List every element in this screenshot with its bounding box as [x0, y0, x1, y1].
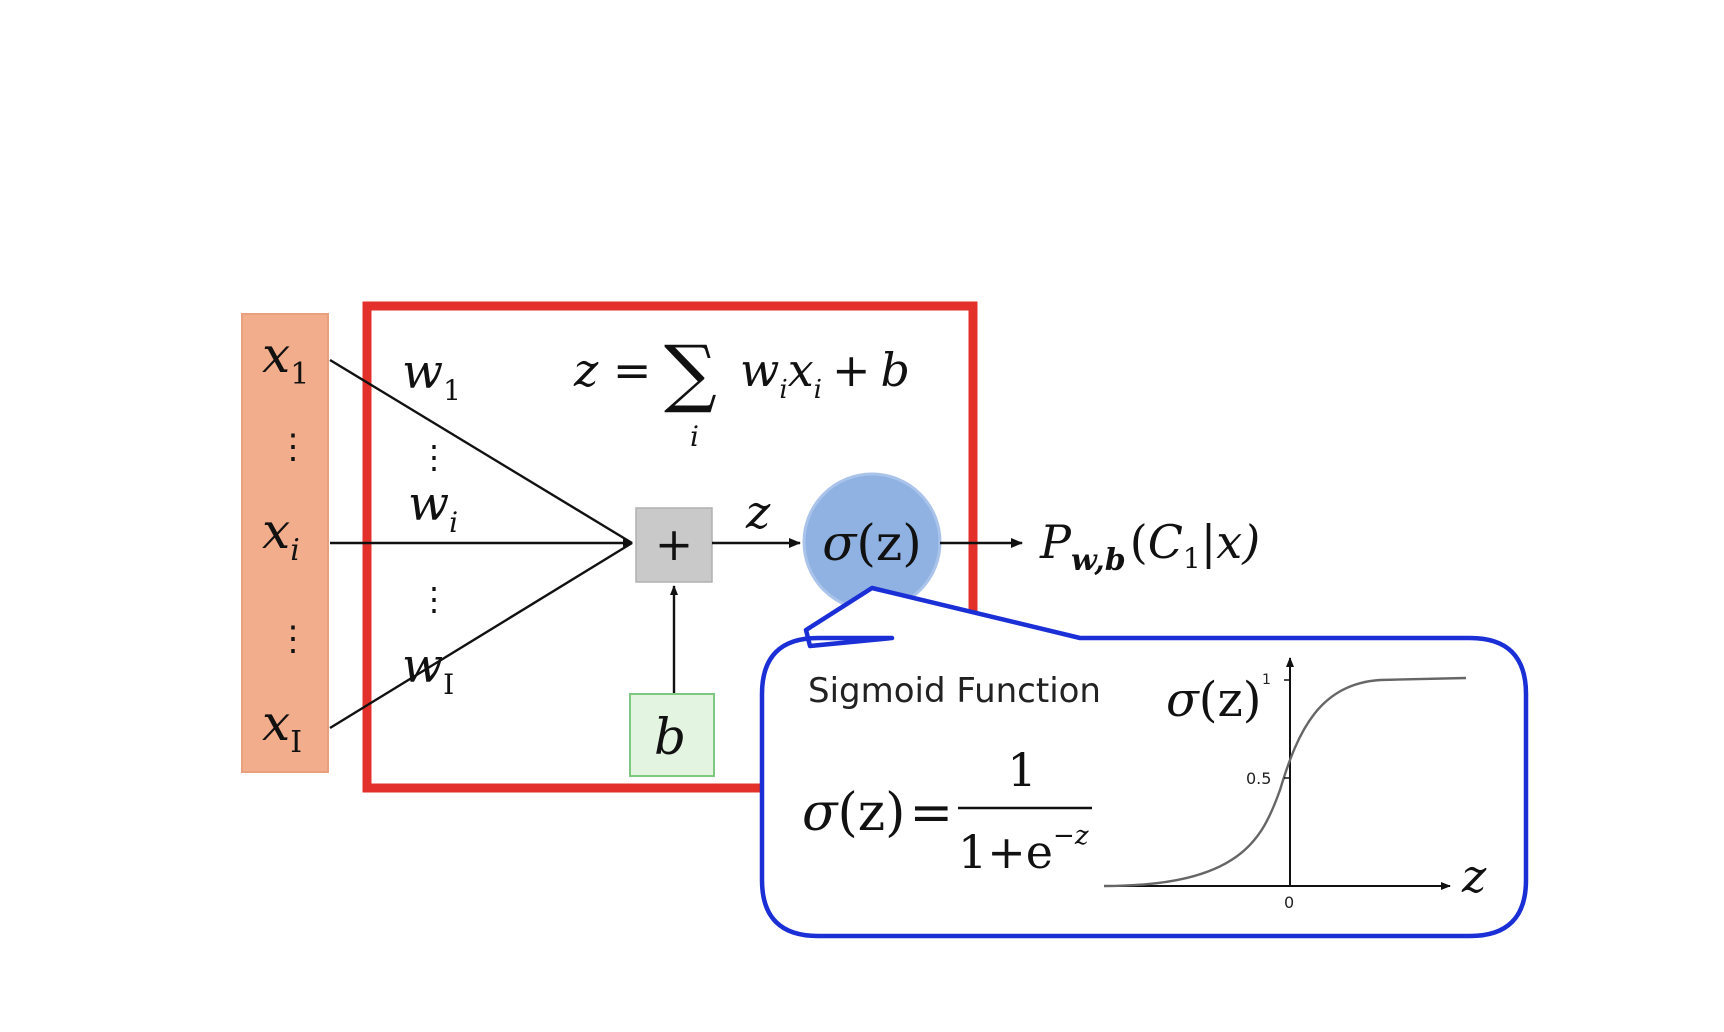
sigmoid-graph: 1 0.5 0 σ(z) z — [1103, 657, 1487, 912]
activation-label: σ(z) — [822, 514, 922, 572]
tick-x-zero: 0 — [1284, 893, 1294, 912]
z-formula-rhs: wixi+b — [740, 343, 910, 405]
sum-symbol: ∑ — [664, 330, 717, 416]
sigmoid-denominator: 1+e−z — [958, 821, 1089, 879]
sigmoid-curve — [1103, 676, 1467, 888]
input-column — [241, 313, 329, 773]
bias-label: b — [654, 708, 686, 766]
weight-w1: w1 — [402, 344, 461, 407]
callout-title: Sigmoid Function — [808, 671, 1101, 711]
tick-y-top: 1 — [1262, 672, 1271, 688]
z-label: z — [745, 485, 771, 539]
z-formula: z = ∑ i wixi+b — [573, 330, 910, 453]
weight-vdots-bottom: ⋮ — [418, 580, 450, 618]
weight-wI: wI — [402, 638, 454, 701]
sigmoid-callout — [759, 585, 1529, 939]
input-xi: xi — [262, 502, 300, 568]
bias-node — [629, 693, 715, 777]
sigmoid-numerator: 1 — [1007, 743, 1036, 797]
input-vdots-top: ⋮ — [276, 427, 310, 467]
input-vdots-bottom: ⋮ — [276, 619, 310, 659]
sigmoid-formula-lhs: σ(z)= — [802, 783, 953, 843]
graph-x-label: z — [1461, 849, 1487, 903]
sum-node — [635, 507, 713, 583]
input-line-x1 — [329, 358, 633, 545]
input-line-xI — [329, 541, 633, 730]
weight-vdots-top: ⋮ — [418, 438, 450, 476]
neuron-box — [362, 301, 978, 793]
graph-y-label: σ(z) — [1166, 672, 1262, 728]
sum-index: i — [690, 420, 699, 453]
sum-node-symbol: + — [655, 517, 694, 571]
input-xI: xI — [262, 694, 302, 760]
output-label: Pw,b(C1|x) — [1039, 515, 1260, 578]
tick-y-mid: 0.5 — [1246, 769, 1271, 788]
sigmoid-formula: σ(z)= 1 1+e−z — [802, 743, 1092, 879]
input-x1: x1 — [262, 326, 309, 392]
weight-wi: wi — [408, 476, 458, 539]
z-formula-lhs: z = — [573, 343, 651, 397]
